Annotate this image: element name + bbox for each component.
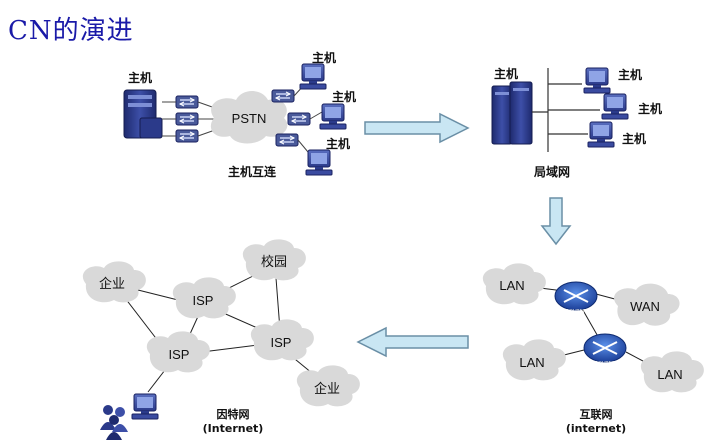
isp-label: ISP (193, 293, 214, 308)
arrow-left-icon (356, 326, 469, 358)
pstn-label: PSTN (232, 111, 267, 126)
arrow-right-icon (364, 112, 470, 144)
router-icon: ROUTER (583, 333, 627, 367)
host-pc-icon (131, 393, 159, 420)
host-pc-icon (305, 149, 333, 176)
switch-icon (175, 95, 199, 109)
enterprise-label: 企业 (314, 381, 340, 396)
users-icon (100, 405, 128, 440)
router-text: ROUTER (565, 309, 587, 315)
wan-label: WAN (630, 299, 660, 314)
mainframe-icon (123, 89, 163, 139)
stage4-caption: 因特网 (217, 407, 250, 421)
host-pc-icon (601, 93, 629, 120)
switch-icon (287, 112, 311, 126)
enterprise-cloud: 企业 (82, 261, 146, 303)
isp-cloud: ISP (250, 319, 314, 361)
stage2-host-label: 主机 (638, 101, 662, 116)
host-pc-icon (587, 121, 615, 148)
stage-lan: 主机 主机 主机 主机 局域网 (491, 66, 662, 179)
isp-label: ISP (271, 335, 292, 350)
stage1-host-label: 主机 (326, 136, 350, 151)
lan-label: LAN (657, 367, 682, 382)
campus-label: 校园 (261, 254, 287, 269)
switch-icon (175, 129, 199, 143)
stage1-host-label: 主机 (312, 50, 336, 65)
lan-label: LAN (519, 355, 544, 370)
stage2-host-label: 主机 (618, 67, 642, 82)
campus-cloud: 校园 (242, 239, 306, 281)
wan-cloud: WAN (614, 283, 680, 326)
router-text: ROUTER (594, 361, 616, 367)
switch-icon (175, 112, 199, 126)
stage2-host-label-server: 主机 (494, 66, 518, 81)
enterprise-cloud: 企业 (296, 365, 360, 407)
stage2-host-label: 主机 (622, 131, 646, 146)
lan-cloud: LAN (640, 351, 704, 393)
lan-label: LAN (499, 278, 524, 293)
stage3-caption-sub: (internet) (566, 422, 626, 435)
server-icon (491, 81, 533, 145)
stage-host-interconnect: 主机 PSTN 主机 主机 主机 主机互连 (123, 50, 356, 179)
stage2-caption: 局域网 (534, 164, 570, 179)
stage4-caption-sub: (Internet) (203, 422, 264, 435)
stage-internet-lowercase: LAN ROUTER WAN ROUTER LAN LAN 互联网 (inter… (482, 263, 704, 435)
stage3-caption: 互联网 (580, 407, 613, 421)
slide-title: CN的演进 (8, 16, 134, 46)
lan-cloud: LAN (482, 263, 546, 305)
isp-cloud: ISP (146, 331, 210, 373)
isp-label: ISP (169, 347, 190, 362)
isp-cloud: ISP (172, 277, 236, 319)
stage1-host-label: 主机 (332, 89, 356, 104)
host-pc-icon (299, 63, 327, 90)
arrow-down-icon (540, 197, 572, 246)
router-icon: ROUTER (554, 281, 598, 315)
stage1-host-label-main: 主机 (128, 70, 152, 85)
switch-icon (275, 133, 299, 147)
switch-icon (271, 89, 295, 103)
host-pc-icon (319, 103, 347, 130)
stage1-caption: 主机互连 (228, 164, 277, 179)
lan-cloud: LAN (502, 339, 566, 381)
stage-internet: 企业 校园 ISP ISP ISP 企业 (82, 239, 360, 440)
pstn-cloud: PSTN (210, 91, 288, 144)
host-pc-icon (583, 67, 611, 94)
enterprise-label: 企业 (99, 276, 125, 291)
